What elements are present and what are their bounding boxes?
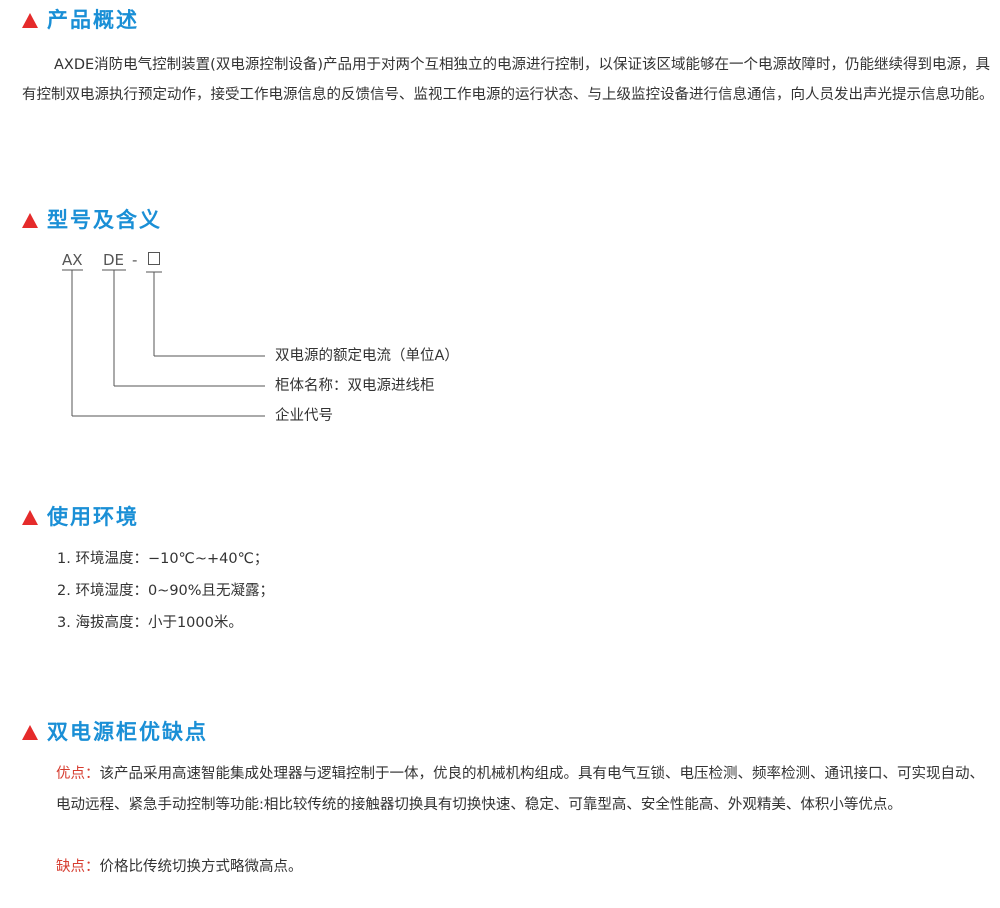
section-title-procons: 双电源柜优缺点 (22, 718, 208, 746)
section-title-overview: 产品概述 (22, 6, 139, 34)
pros-text: 该产品采用高速智能集成处理器与逻辑控制于一体，优良的机械机构组成。具有电气互锁、… (56, 766, 984, 813)
overview-paragraph: AXDE消防电气控制装置(双电源控制设备)产品用于对两个互相独立的电源进行控制，… (22, 50, 997, 110)
env-item-altitude: 3. 海拔高度：小于1000米。 (57, 615, 243, 631)
cons-label: 缺点： (56, 859, 100, 875)
env-item-temperature: 1. 环境温度：−10℃~+40℃； (57, 551, 269, 567)
section-title-text: 双电源柜优缺点 (47, 720, 208, 744)
section-title-environment: 使用环境 (22, 503, 139, 531)
triangle-icon (22, 725, 38, 740)
pros-label: 优点： (56, 766, 100, 782)
blank-box-icon (148, 252, 160, 265)
section-title-text: 型号及含义 (47, 208, 162, 232)
meaning-rated-current: 双电源的额定电流（单位A） (275, 348, 459, 364)
triangle-icon (22, 13, 38, 28)
model-code-ax: AX (62, 251, 83, 269)
cons-text: 价格比传统切换方式略微高点。 (99, 859, 303, 875)
meaning-company-code: 企业代号 (275, 408, 333, 424)
section-title-text: 使用环境 (47, 505, 139, 529)
triangle-icon (22, 213, 38, 228)
model-code-de: DE (103, 251, 125, 269)
section-title-model: 型号及含义 (22, 206, 162, 234)
triangle-icon (22, 510, 38, 525)
cons-paragraph: 缺点：价格比传统切换方式略微高点。 (56, 852, 991, 883)
env-item-humidity: 2. 环境湿度：0~90%且无凝露； (57, 583, 275, 599)
overview-text: AXDE消防电气控制装置(双电源控制设备)产品用于对两个互相独立的电源进行控制，… (22, 57, 994, 103)
section-title-text: 产品概述 (47, 8, 139, 32)
pros-paragraph: 优点：该产品采用高速智能集成处理器与逻辑控制于一体，优良的机械机构组成。具有电气… (56, 759, 991, 821)
meaning-cabinet-name: 柜体名称：双电源进线柜 (275, 378, 435, 394)
model-code-dash: - (132, 251, 138, 269)
